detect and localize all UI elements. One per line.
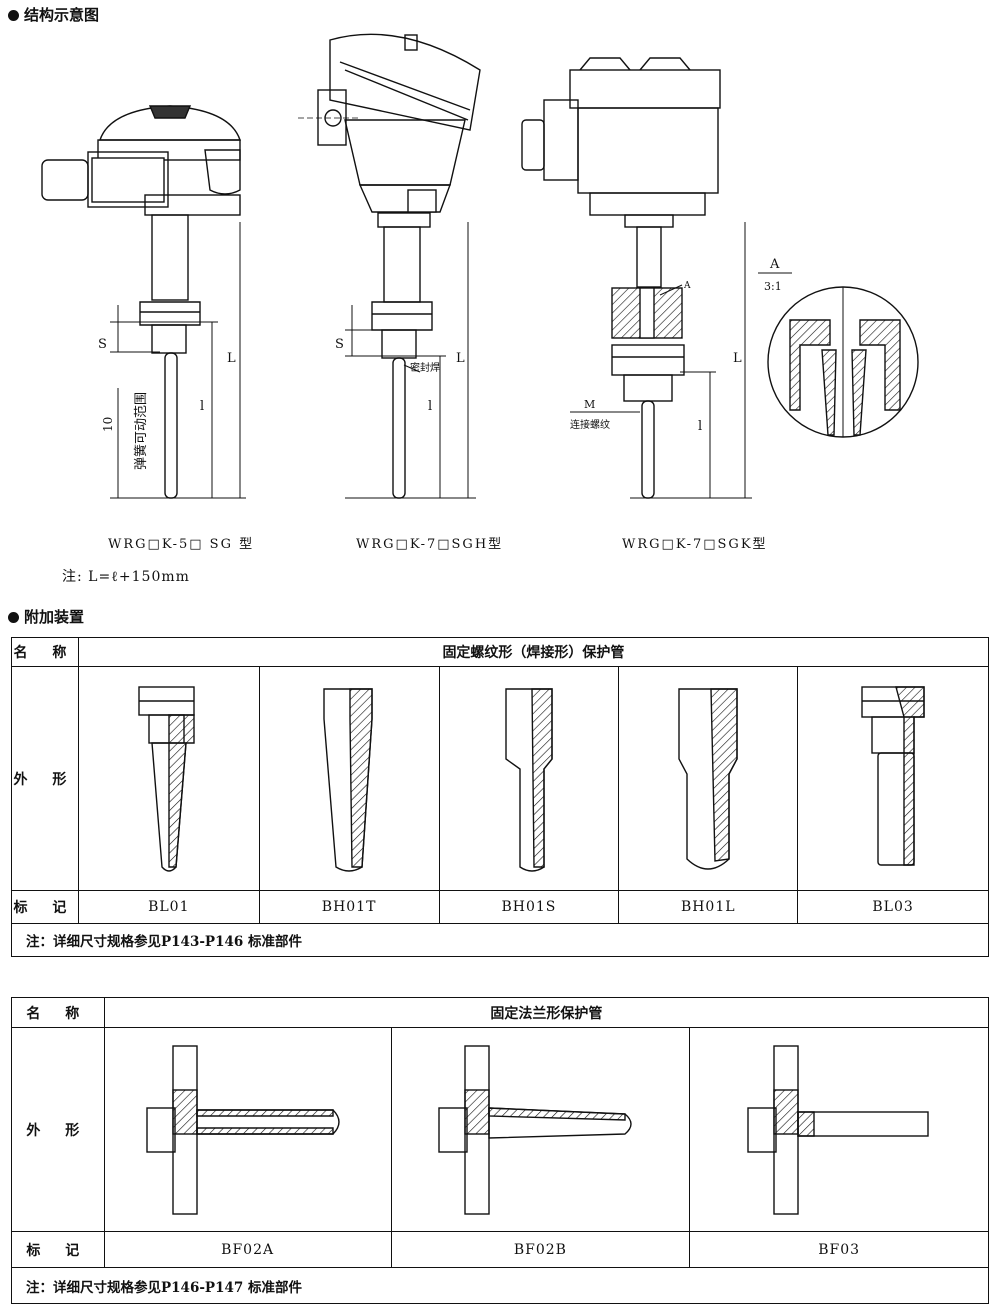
mark-label: 标 记: [11, 890, 79, 924]
a-callout: A: [683, 281, 691, 291]
detail-a-view: [758, 272, 919, 438]
m-text: 连接螺纹: [570, 418, 610, 431]
drawing-model-1: [41, 105, 246, 499]
shape-label: 外 形: [11, 666, 79, 891]
model-label-3: WRG□K-7□SGK型: [622, 537, 768, 552]
shape-bf03: [689, 1027, 989, 1232]
structure-section-title: 结构示意图: [8, 4, 99, 25]
shape-bh01t: [258, 666, 440, 891]
mark-label: 标 记: [11, 1231, 105, 1268]
dim-s-1: S: [98, 337, 107, 352]
model-label-2: WRG□K-7□SGH型: [356, 537, 504, 552]
dim-L-1: L: [227, 351, 236, 366]
mark-bh01t: BH01T: [258, 890, 440, 924]
detail-mark: A: [769, 257, 780, 272]
table2-title: 固定法兰形保护管: [103, 997, 990, 1028]
table1-note: 注：详细尺寸规格参见P143-P146 标准部件: [11, 923, 989, 957]
bullet-icon: [8, 612, 19, 623]
model-label-1: WRG□K-5□ SG 型: [108, 537, 255, 552]
mark-bh01s: BH01S: [438, 890, 620, 924]
shape-bf02a: [103, 1027, 392, 1232]
shape-bh01s: [438, 666, 620, 891]
detail-scale: 3:1: [764, 280, 782, 293]
bullet-icon: [8, 10, 19, 21]
mark-bf03: BF03: [689, 1231, 989, 1268]
drawing-model-2: [298, 33, 481, 499]
mark-bf02b: BF02B: [390, 1231, 691, 1268]
weld-label: 密封焊: [410, 361, 440, 374]
dim-s-2: S: [335, 337, 344, 352]
structure-drawings: S L l S L l L l A 3:1 M 连接螺纹 A 密封焊 10 弹簧…: [41, 33, 919, 499]
shape-bl01: [77, 666, 260, 891]
dim-l-3: l: [698, 419, 702, 434]
name-label: 名 称: [11, 997, 105, 1028]
name-label: 名 称: [11, 637, 79, 667]
drawing-model-3: [521, 57, 752, 499]
dim-l-1: l: [200, 399, 204, 414]
mark-bl03: BL03: [797, 890, 989, 924]
table1-title: 固定螺纹形（焊接形）保护管: [77, 637, 990, 667]
dim-l-2: l: [428, 399, 432, 414]
dim-L-3: L: [733, 351, 742, 366]
shape-bf02b: [390, 1027, 691, 1232]
spring-value: 10: [101, 417, 115, 432]
shape-bl03: [797, 666, 989, 891]
m-label: M: [584, 398, 595, 411]
flange-protection-tube-table: 名 称 固定法兰形保护管 外 形: [11, 997, 990, 1304]
spring-text: 弹簧可动范围: [133, 392, 149, 470]
shape-bh01l: [618, 666, 799, 891]
mark-bf02a: BF02A: [103, 1231, 392, 1268]
mark-bh01l: BH01L: [618, 890, 799, 924]
dim-L-2: L: [456, 351, 465, 366]
formula-note: 注: L=ℓ+150mm: [62, 569, 190, 585]
mark-bl01: BL01: [77, 890, 260, 924]
accessory-section-title: 附加装置: [8, 606, 84, 627]
shape-label: 外 形: [11, 1027, 105, 1232]
threaded-protection-tube-table: 名 称 固定螺纹形（焊接形）保护管 外 形: [11, 637, 990, 957]
table2-note: 注：详细尺寸规格参见P146-P147 标准部件: [11, 1267, 989, 1304]
